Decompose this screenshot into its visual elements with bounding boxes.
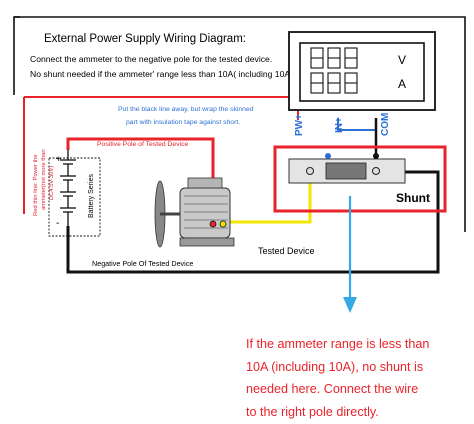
battery-series-label: Battery Series <box>88 174 95 218</box>
meter-digits-top <box>310 47 358 69</box>
instruction-line-2: No shunt needed if the ammeter' range le… <box>30 69 293 79</box>
battery-series-box <box>48 157 101 237</box>
positive-pole-label: Positive Pole of Tested Device <box>97 141 189 148</box>
terminal-pw: PW+ <box>294 114 305 136</box>
terminal-com: COM <box>380 113 391 136</box>
shunt-note-line-4: to the right pole directly. <box>246 404 379 419</box>
meter-screen <box>299 42 425 102</box>
black-line-note-1: Put the black line away, but wrap the sk… <box>118 106 254 113</box>
meter-amp-unit: A <box>398 77 406 91</box>
shunt-com-terminal <box>373 153 379 159</box>
red-line-note-2: ammeter(not more than <box>41 149 47 210</box>
shunt-label: Shunt <box>396 191 430 205</box>
shunt-in-terminal <box>325 153 331 159</box>
terminal-in: IN+ <box>334 117 345 133</box>
shunt-note-line-2: 10A (including 10A), no shunt is <box>246 359 424 374</box>
shunt-arrow-head <box>343 297 357 313</box>
motor-icon <box>154 177 235 248</box>
negative-pole-label: Negative Pole Of Tested Device <box>92 259 193 268</box>
shunt-note-line-3: needed here. Connect the wire <box>246 382 419 396</box>
meter-volt-unit: V <box>398 53 406 67</box>
meter-digits-bottom <box>310 72 358 94</box>
shunt-right-pole <box>372 167 380 175</box>
battery-cells <box>60 150 76 226</box>
black-line-note-2: part with insulation tape against short. <box>126 119 240 126</box>
outer-frame <box>13 16 466 232</box>
battery-minus-sign: - <box>56 218 59 229</box>
shunt-note: If the ammeter range is less than 10A (i… <box>246 333 470 423</box>
shunt-resistor <box>325 162 367 180</box>
shunt-note-line-1: If the ammeter range is less than <box>246 337 430 351</box>
shunt-box <box>273 145 447 213</box>
instruction-line-1: Connect the ammeter to the negative pole… <box>30 54 272 64</box>
tested-device-label: Tested Device <box>258 246 315 256</box>
shunt-left-pole <box>306 167 314 175</box>
red-line-note-1: Red thin line: Power the <box>33 154 39 216</box>
red-line-note-3: DC4.5V-30V) <box>49 166 55 200</box>
diagram-title: External Power Supply Wiring Diagram: <box>44 33 246 45</box>
battery-plus-sign: + <box>56 154 61 164</box>
